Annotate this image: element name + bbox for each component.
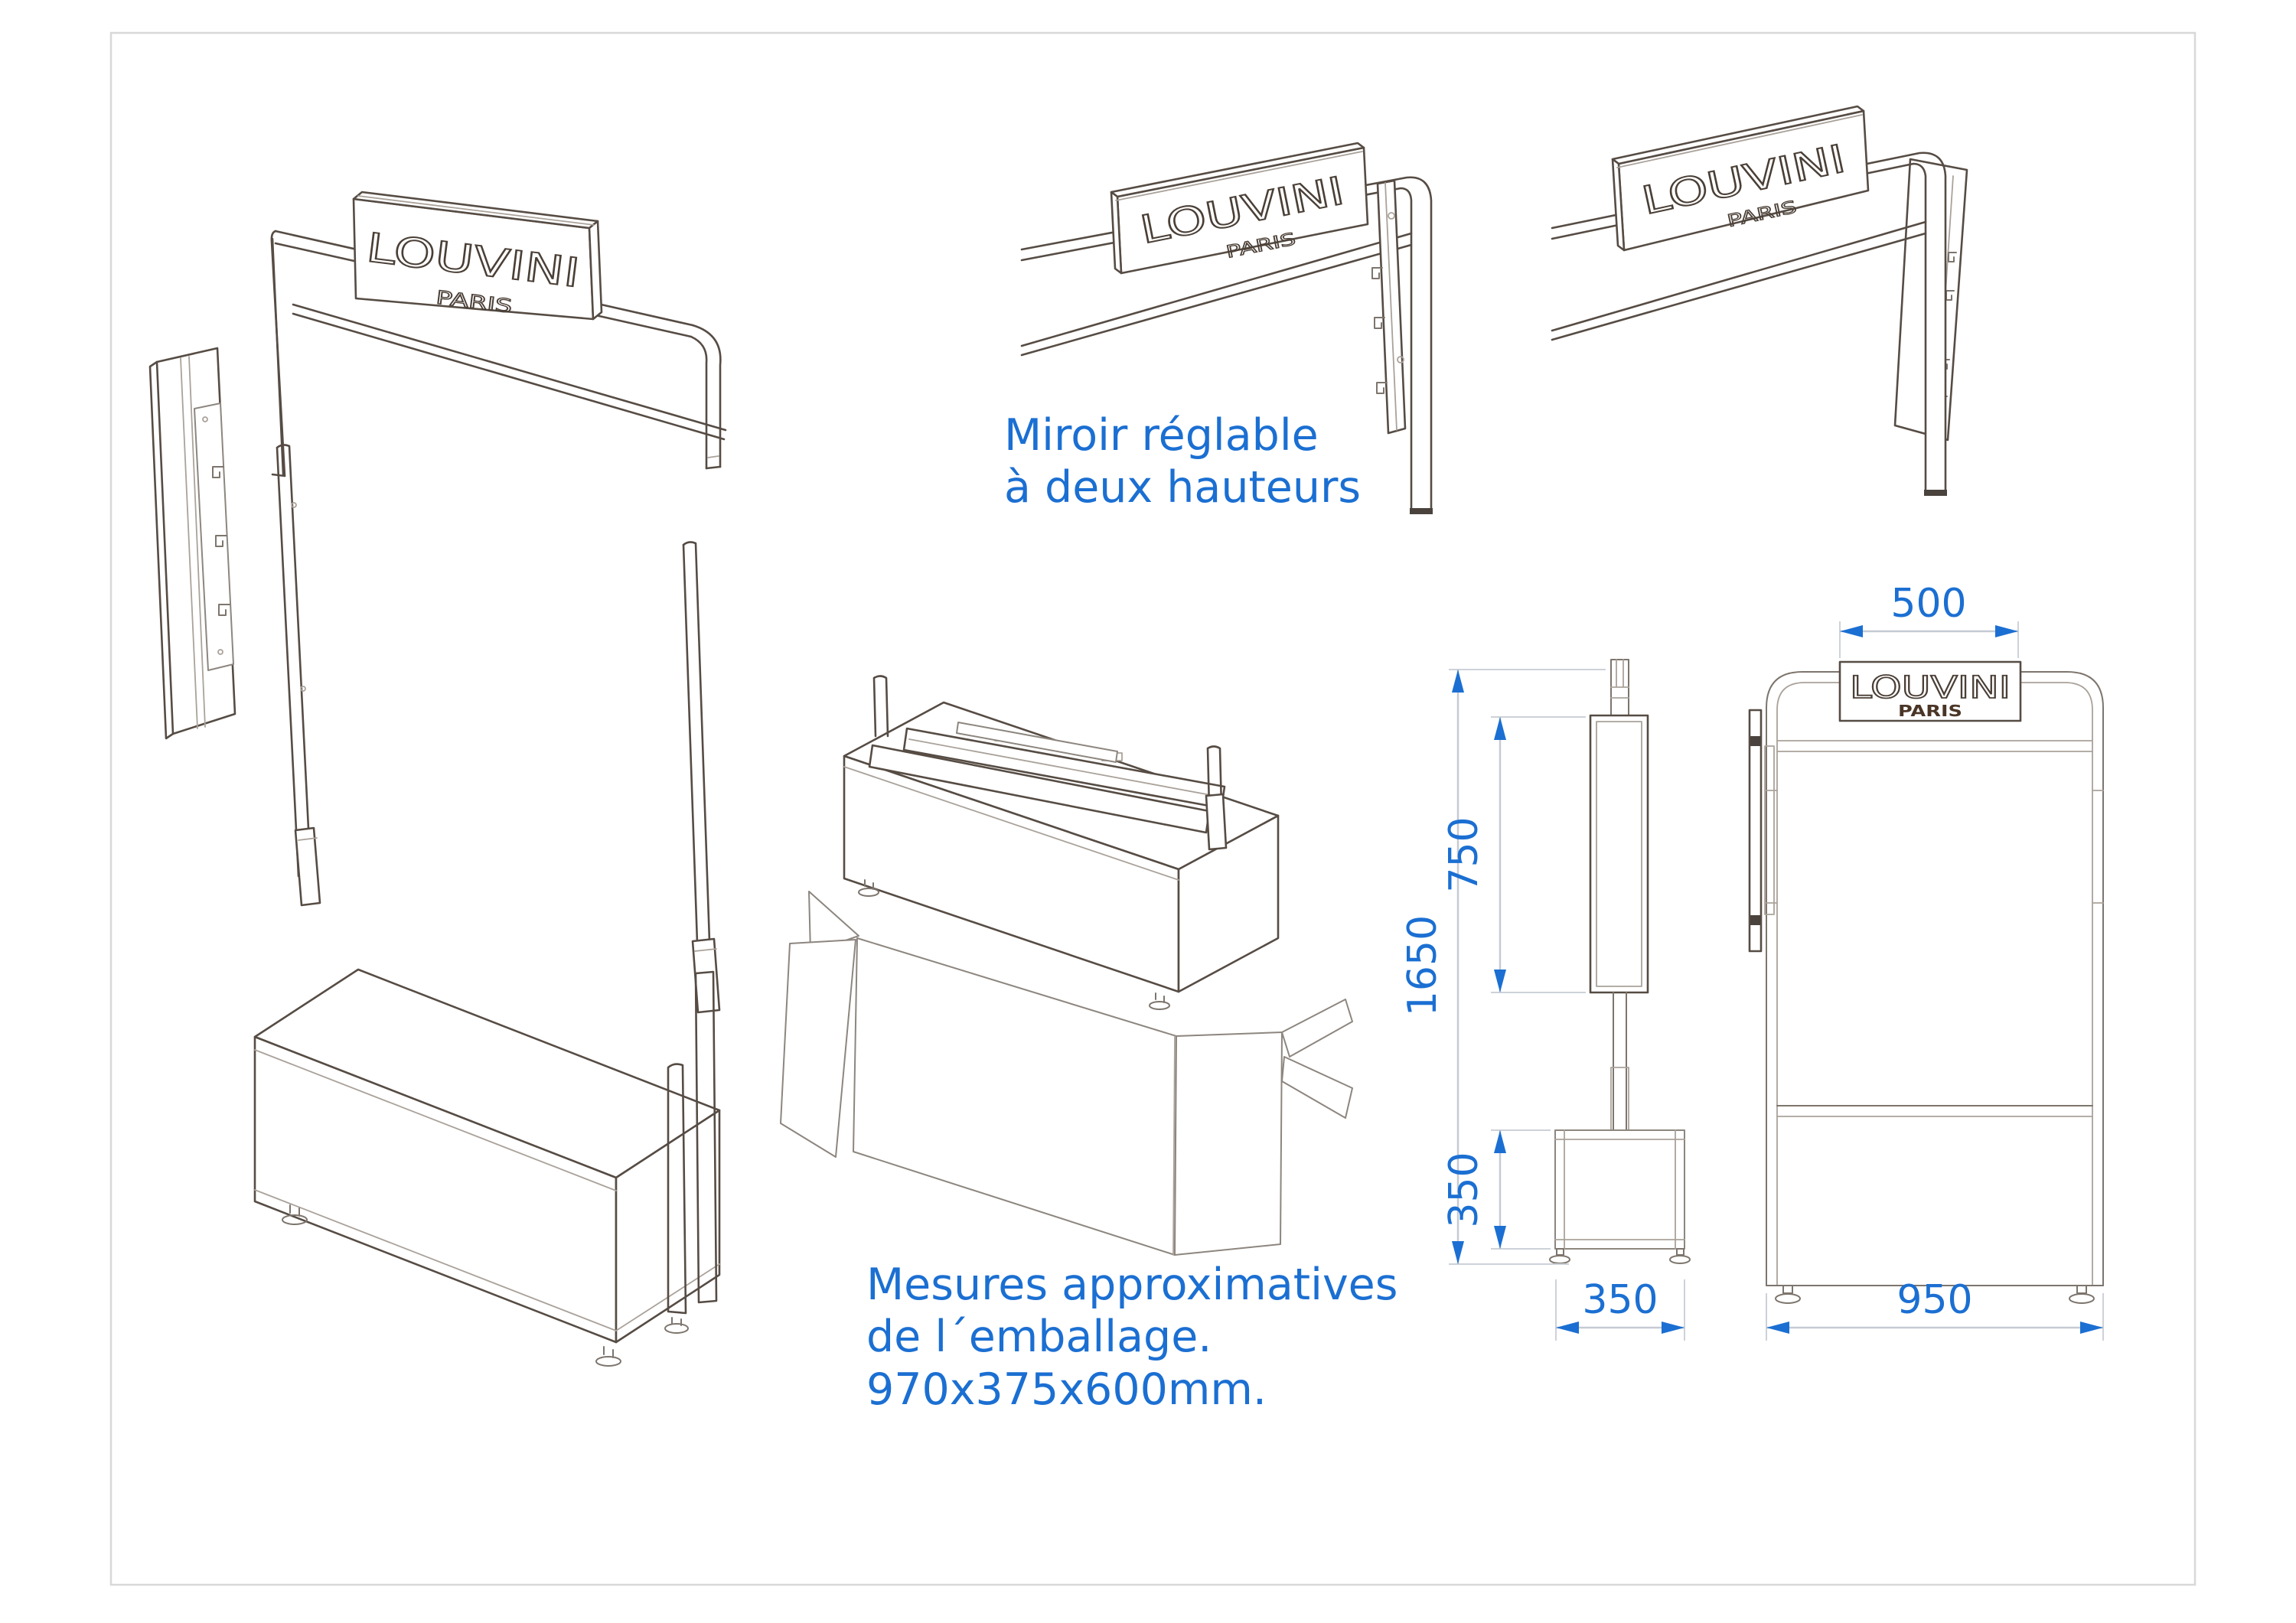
dimension-label-350-width: 350 xyxy=(1582,1277,1658,1323)
sign-brand-city: PARIS xyxy=(1898,702,1962,720)
dimension-label-350-height: 350 xyxy=(1441,1152,1487,1227)
dimension-total-height: 1650 xyxy=(1400,669,1606,1265)
mirror-note-line2: à deux hauteurs xyxy=(1004,462,1362,513)
brand-sign-plate: LOUVINI PARIS xyxy=(1110,142,1369,275)
packaging-view xyxy=(780,675,1353,1256)
mirror-note-line1: Miroir réglable xyxy=(1004,410,1319,461)
sign-brand-name: LOUVINI xyxy=(1850,670,2011,706)
brand-sign-front-view: LOUVINI PARIS xyxy=(1838,660,2022,722)
bracket-rail-on-post xyxy=(1371,179,1407,435)
brand-sign-plate: LOUVINI PARIS xyxy=(352,191,603,321)
dimension-base-height: 350 xyxy=(1441,1129,1551,1250)
bracket-hook xyxy=(218,604,230,616)
adjustable-foot xyxy=(1149,992,1170,1010)
adjustable-foot xyxy=(595,1346,621,1367)
bracket-hook xyxy=(212,466,224,478)
bracket-hook xyxy=(1374,317,1385,329)
detail-view-mirror-position: LOUVINI PARIS xyxy=(1551,105,1968,496)
exploded-assembly-view: LOUVINI PARIS xyxy=(148,191,727,1367)
base-frame-side-view xyxy=(1549,1129,1691,1264)
detail-view-bracket-position: LOUVINI PARIS xyxy=(1020,142,1433,514)
adjustable-foot xyxy=(858,879,879,897)
sheet-border xyxy=(109,31,2197,1586)
dimension-label-750: 750 xyxy=(1441,816,1487,892)
packaging-measures-note: Mesures approximatives de l´emballage. 9… xyxy=(866,1259,1397,1416)
dimension-label-1650: 1650 xyxy=(1400,915,1446,1016)
cardboard-box xyxy=(780,891,1353,1256)
packaging-note-line1: Mesures approximatives xyxy=(866,1260,1398,1310)
pole-stub xyxy=(872,675,889,738)
pole-stub xyxy=(1205,745,1228,851)
frame-cross-rail xyxy=(292,303,727,441)
front-elevation-view: LOUVINI PARIS 500 950 xyxy=(1748,581,2104,1341)
post-foot-tip xyxy=(1924,490,1947,496)
bracket-hook xyxy=(1371,267,1383,279)
flat-packed-parts xyxy=(868,722,1226,834)
adjustable-foot xyxy=(1549,1248,1570,1264)
mirror-side-view xyxy=(1589,714,1649,994)
mirror-panel-detached xyxy=(148,347,236,740)
dimension-label-950: 950 xyxy=(1896,1277,1972,1323)
adjustable-foot xyxy=(1775,1285,1801,1304)
adjustable-foot xyxy=(2069,1285,2095,1304)
dimension-sign-width: 500 xyxy=(1839,581,2019,658)
pole-top-stub xyxy=(1610,659,1629,716)
mirror-adjustability-note: Miroir réglable à deux hauteurs xyxy=(1004,409,1361,514)
dimension-mirror-height: 750 xyxy=(1441,716,1586,993)
post-foot-tip xyxy=(1410,508,1433,514)
dimension-total-width: 950 xyxy=(1766,1277,2104,1341)
bracket-hook xyxy=(1376,382,1388,394)
extension-pole-left xyxy=(276,444,321,907)
extension-pole-right xyxy=(682,541,721,1014)
packaging-note-line3: 970x375x600mm. xyxy=(866,1364,1267,1415)
side-support-posts xyxy=(664,970,718,1334)
cabinet-front-view xyxy=(1766,1105,2104,1304)
dimension-label-500: 500 xyxy=(1890,581,1966,627)
bracket-hook xyxy=(1948,252,1957,262)
dimension-base-width: 350 xyxy=(1555,1277,1685,1341)
packaging-note-line2: de l´emballage. xyxy=(866,1312,1212,1363)
mirror-bracket-rail xyxy=(194,402,234,671)
brand-sign-plate: LOUVINI PARIS xyxy=(1611,105,1870,252)
frame-front-view xyxy=(1766,671,2104,1286)
adjustable-foot xyxy=(1669,1248,1691,1264)
adjustable-foot xyxy=(282,1204,308,1225)
base-cabinet xyxy=(253,968,721,1367)
side-elevation-view: 1650 750 350 xyxy=(1400,659,1691,1341)
mirror-edge-front-view xyxy=(1748,709,1775,953)
bracket-hook xyxy=(215,535,227,547)
